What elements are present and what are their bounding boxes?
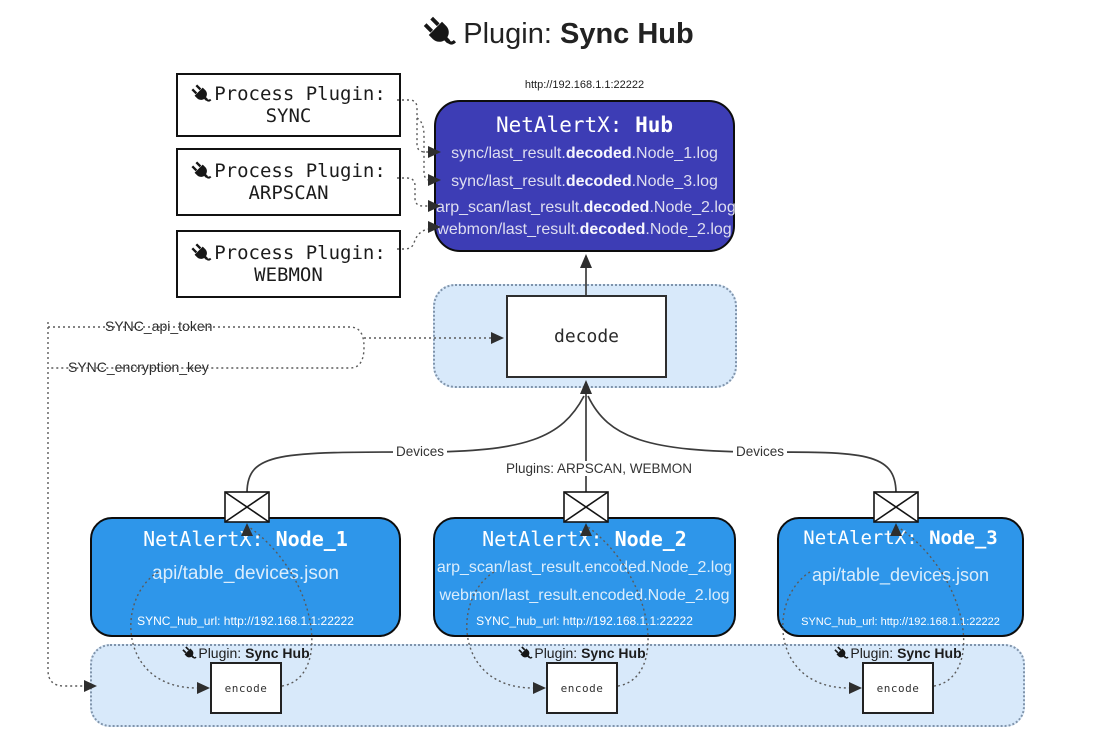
hub-log-line: webmon/last_result.decoded.Node_2.log <box>437 221 732 238</box>
plug-icon <box>191 84 212 105</box>
edge-label-plugins: Plugins: ARPSCAN, WEBMON <box>503 461 696 476</box>
hub-url-label: http://192.168.1.1:22222 <box>524 79 645 91</box>
node-line: arp_scan/last_result.encoded.Node_2.log <box>436 559 733 576</box>
encode-group-label: Plugin: Sync Hub <box>146 645 346 661</box>
page-title: Plugin: Sync Hub <box>0 16 1117 51</box>
plug-icon <box>834 646 849 661</box>
node-line: webmon/last_result.encoded.Node_2.log <box>439 587 730 604</box>
node-title: NetAlertX: Node_2 <box>482 527 687 551</box>
hub-log-line: sync/last_result.decoded.Node_1.log <box>451 145 718 162</box>
node-line: api/table_devices.json <box>811 565 990 585</box>
plug-icon <box>182 646 197 661</box>
process-plugin-name: SYNC <box>265 105 312 127</box>
hub-log-line: arp_scan/last_result.decoded.Node_2.log <box>436 199 736 216</box>
node-line: api/table_devices.json <box>152 563 339 584</box>
hub-title: NetAlertX: Hub <box>495 113 673 137</box>
process-plugin-label: Process Plugin: <box>214 160 386 182</box>
process-plugin-label: Process Plugin: <box>214 83 386 105</box>
process-plugin-name: WEBMON <box>254 264 323 286</box>
key-label-api-token: SYNC_api_token <box>101 318 217 334</box>
plug-icon <box>191 243 212 264</box>
hub-box: NetAlertX: Hub sync/last_result.decoded.… <box>434 100 736 252</box>
encode-box-1: encode <box>210 662 282 714</box>
plug-icon <box>191 161 212 182</box>
hub-log-line: sync/last_result.decoded.Node_3.log <box>451 173 718 190</box>
node-hub-url: SYNC_hub_url: http://192.168.1.1:22222 <box>476 614 693 628</box>
plug-icon <box>423 16 457 50</box>
process-plugin-name: ARPSCAN <box>248 182 329 204</box>
node-title: NetAlertX: Node_3 <box>803 527 998 549</box>
key-label-encryption-key: SYNC_encryption_key <box>64 359 213 375</box>
edge-label-devices-right: Devices <box>733 444 788 459</box>
process-plugin-box-sync: Process Plugin: SYNC <box>176 73 401 137</box>
page-title-prefix: Plugin: <box>463 18 560 50</box>
encode-box-2: encode <box>546 662 618 714</box>
encode-group-label: Plugin: Sync Hub <box>798 645 998 661</box>
node-hub-url: SYNC_hub_url: http://192.168.1.1:22222 <box>137 614 354 628</box>
encode-group-label: Plugin: Sync Hub <box>482 645 682 661</box>
edge-label-devices-left: Devices <box>393 444 448 459</box>
decode-box: decode <box>506 295 667 378</box>
node-title: NetAlertX: Node_1 <box>143 527 348 551</box>
plug-icon <box>518 646 533 661</box>
process-plugin-box-webmon: Process Plugin: WEBMON <box>176 230 401 298</box>
node-box-2: NetAlertX: Node_2 arp_scan/last_result.e… <box>433 517 736 637</box>
node-hub-url: SYNC_hub_url: http://192.168.1.1:22222 <box>801 616 1000 628</box>
process-plugin-label: Process Plugin: <box>214 242 386 264</box>
process-plugin-box-arpscan: Process Plugin: ARPSCAN <box>176 148 401 216</box>
node-box-3: NetAlertX: Node_3 api/table_devices.json… <box>777 517 1024 637</box>
page-title-bold: Sync Hub <box>559 18 694 50</box>
encode-box-3: encode <box>862 662 934 714</box>
node-box-1: NetAlertX: Node_1 api/table_devices.json… <box>90 517 401 637</box>
